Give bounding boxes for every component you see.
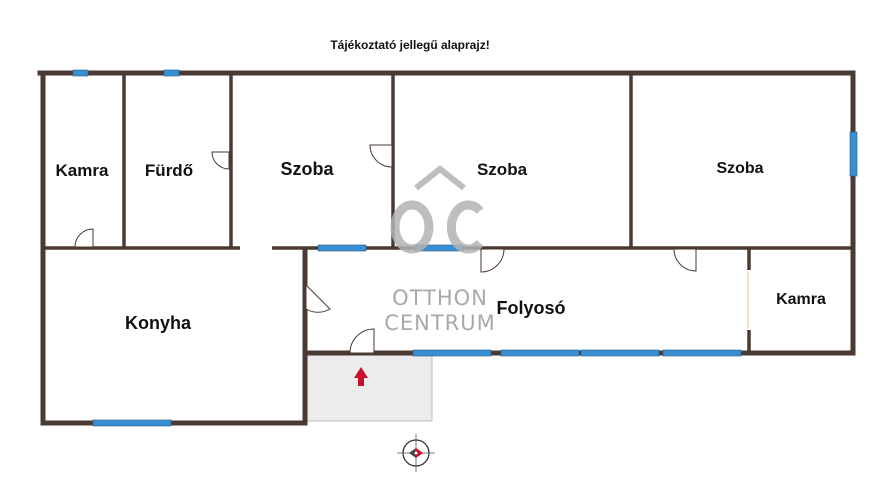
door-szoba-1 <box>369 144 393 168</box>
terrace-area <box>306 354 433 422</box>
window-konyha <box>92 419 172 427</box>
window-szoba-east <box>849 131 858 177</box>
room-label-furdo: Fürdő <box>145 161 193 180</box>
window-corridor-3 <box>580 349 660 357</box>
window-corridor-4 <box>662 349 742 357</box>
door-konyha <box>305 283 331 313</box>
window-corridor-2 <box>500 349 580 357</box>
window-kamra <box>72 69 89 77</box>
door-kamra <box>74 228 94 248</box>
room-label-kamra-right: Kamra <box>776 291 826 308</box>
window-furdo <box>163 69 180 77</box>
watermark-line2: CENTRUM <box>384 311 496 335</box>
entrance-arrow-icon <box>354 367 368 386</box>
watermark-line1: OTTHON <box>392 286 488 310</box>
window-corridor-inner-1 <box>317 244 367 252</box>
room-label-szoba-1: Szoba <box>280 159 334 179</box>
otthon-centrum-logo: OTTHON CENTRUM <box>384 165 496 335</box>
windows <box>72 69 858 427</box>
room-label-kamra-left: Kamra <box>56 161 109 180</box>
door-openings <box>240 245 752 330</box>
room-label-szoba-2: Szoba <box>477 160 528 179</box>
plan-title: Tájékoztató jellegű alaprajz! <box>330 38 490 52</box>
door-entrance <box>349 328 375 354</box>
window-corridor-1 <box>412 349 492 357</box>
room-label-szoba-3: Szoba <box>716 160 763 177</box>
room-label-konyha: Konyha <box>125 313 192 333</box>
compass-icon <box>397 434 435 472</box>
doors <box>74 144 697 354</box>
room-label-folyoso: Folyosó <box>496 298 565 318</box>
door-szoba-3 <box>673 248 697 272</box>
door-szoba-2 <box>480 248 505 273</box>
door-furdo <box>211 151 230 170</box>
